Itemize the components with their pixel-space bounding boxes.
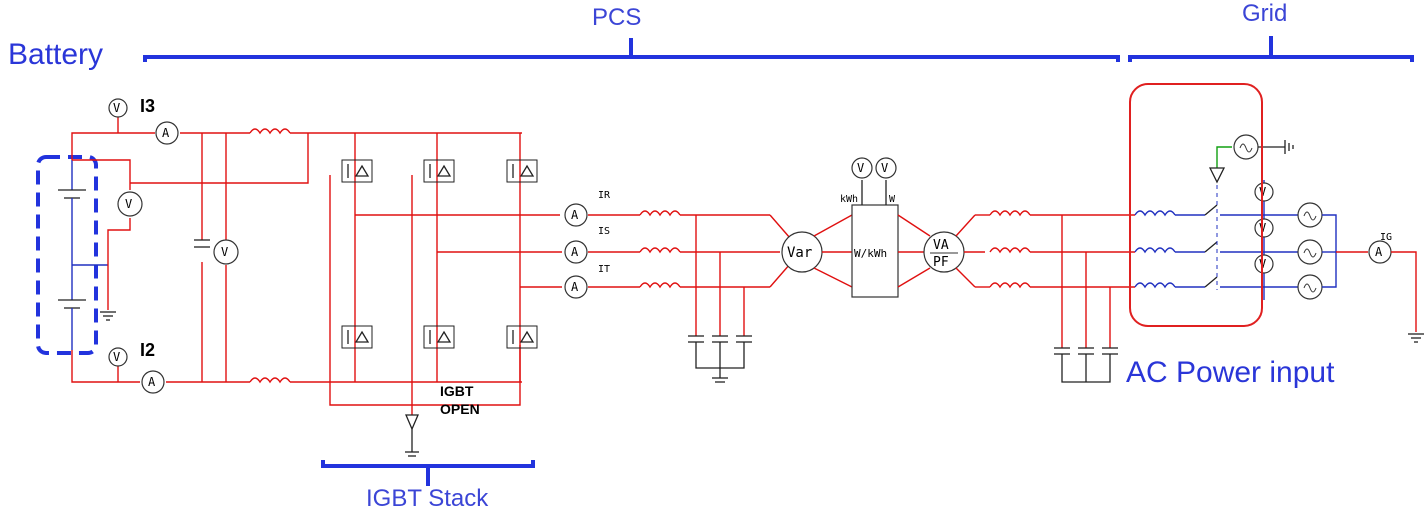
signal-is: IS bbox=[598, 226, 611, 237]
grid-brace bbox=[1128, 36, 1414, 62]
va-pf-meter: VA PF bbox=[923, 210, 1135, 289]
svg-text:V: V bbox=[857, 161, 864, 175]
svg-text:PF: PF bbox=[933, 255, 949, 270]
battery-label: Battery bbox=[8, 38, 104, 71]
signal-ir: IR bbox=[598, 190, 611, 201]
igbt-switches bbox=[341, 159, 538, 349]
grid-side: V V V A bbox=[1134, 134, 1424, 343]
meter-v-top: V bbox=[113, 101, 120, 115]
igbt-stack-brace bbox=[321, 460, 535, 486]
ac-power-input-label: AC Power input bbox=[1126, 356, 1335, 389]
dc-inductors bbox=[249, 128, 522, 384]
svg-text:A: A bbox=[571, 245, 579, 259]
dc-meters: V A V V V A bbox=[108, 98, 239, 394]
svg-text:A: A bbox=[571, 280, 579, 294]
pcs-brace bbox=[143, 38, 1120, 62]
ac-power-input-highlight bbox=[1129, 83, 1263, 327]
signal-ig: IG bbox=[1380, 232, 1393, 243]
svg-text:VA: VA bbox=[933, 238, 949, 253]
signal-it: IT bbox=[598, 264, 611, 275]
igbt-bridge bbox=[329, 133, 562, 415]
phase-lines bbox=[588, 210, 791, 383]
signal-kwh: kWh bbox=[840, 194, 859, 205]
igbt-open-label: IGBT OPEN bbox=[440, 383, 480, 417]
power-meter-box: W/kWh V V bbox=[851, 157, 931, 298]
svg-text:V: V bbox=[881, 161, 888, 175]
battery-cells bbox=[58, 160, 108, 350]
signal-w: W bbox=[889, 194, 896, 205]
battery-wires bbox=[71, 117, 309, 383]
i2-label: I2 bbox=[140, 340, 156, 360]
igbt-stack-label: IGBT Stack bbox=[366, 485, 489, 512]
i3-label: I3 bbox=[140, 96, 156, 116]
phase-ammeters: A A A bbox=[564, 203, 588, 299]
battery-dashed-box bbox=[36, 155, 98, 355]
grid-label: Grid bbox=[1242, 0, 1288, 27]
svg-text:Var: Var bbox=[787, 245, 812, 261]
var-meter: Var bbox=[781, 214, 853, 288]
meter-a-bottom: A bbox=[148, 375, 156, 389]
meter-v-mid: V bbox=[125, 197, 132, 211]
igbt-gate-source bbox=[405, 414, 419, 457]
svg-text:A: A bbox=[571, 208, 579, 222]
svg-text:A: A bbox=[1375, 245, 1383, 259]
meter-v-cap: V bbox=[221, 245, 228, 259]
ac-capacitors bbox=[1054, 215, 1118, 383]
svg-text:W/kWh: W/kWh bbox=[854, 247, 887, 260]
meter-v-bottom: V bbox=[113, 350, 120, 364]
pcs-label: PCS bbox=[592, 4, 642, 31]
meter-a-top: A bbox=[162, 126, 170, 140]
